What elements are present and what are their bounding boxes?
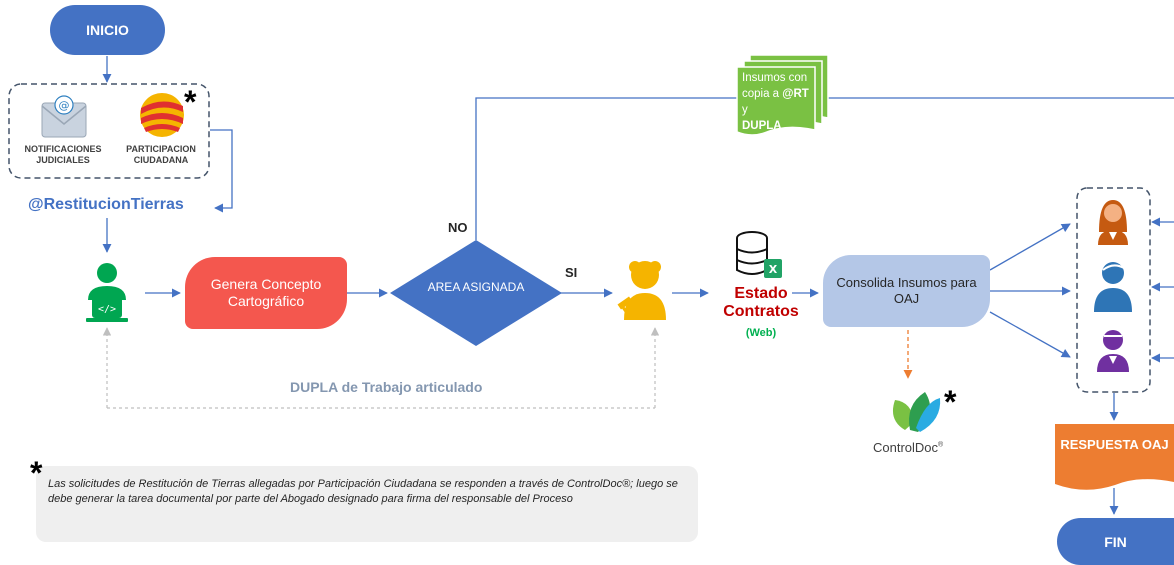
consolida-node: Consolida Insumos para OAJ bbox=[823, 255, 990, 327]
sources-group bbox=[8, 83, 210, 179]
controldoc-name: ControlDoc bbox=[873, 440, 939, 455]
controldoc-logo-icon bbox=[892, 392, 941, 432]
insumos-line2: copia a @RT y bbox=[742, 86, 816, 118]
lawyers-group bbox=[1076, 187, 1151, 393]
arrow-consolida-lawyer3 bbox=[989, 311, 1071, 358]
svg-text:</>: </> bbox=[98, 304, 116, 315]
estado-contratos-label: Estado Contratos bbox=[723, 285, 799, 320]
note-text: Las solicitudes de Restitución de Tierra… bbox=[48, 478, 678, 505]
arrow-sources-mailbox bbox=[210, 129, 233, 213]
insumos-y: y bbox=[742, 104, 748, 116]
insumos-line1: Insumos con bbox=[742, 72, 808, 84]
insumos-rt: @RT bbox=[782, 88, 809, 100]
note-box bbox=[36, 466, 698, 542]
note-star: * bbox=[30, 455, 43, 491]
participacion-logo-icon bbox=[140, 93, 184, 137]
start-node: INICIO bbox=[50, 5, 165, 55]
envelope-icon: @ bbox=[41, 95, 87, 138]
lawyer-purple-icon bbox=[1097, 330, 1129, 372]
notificaciones-label: NOTIFICACIONES JUDICIALES bbox=[24, 144, 102, 165]
arrow-consolida-lawyer1 bbox=[989, 223, 1071, 271]
judge-icon bbox=[617, 261, 666, 320]
insumos-document-text: Insumos con copia a @RT y DUPLA bbox=[742, 70, 816, 134]
dupla-label: DUPLA de Trabajo articulado bbox=[290, 379, 483, 395]
svg-text:@: @ bbox=[59, 99, 70, 112]
decision-diamond bbox=[390, 240, 562, 346]
user-developer-icon: </> bbox=[86, 263, 128, 322]
controldoc-label: ControlDoc® bbox=[873, 440, 943, 455]
svg-text:X: X bbox=[769, 263, 778, 276]
participacion-label: PARTICIPACION CIUDADANA bbox=[126, 144, 196, 165]
decision-si-label: SI bbox=[565, 265, 578, 280]
lawyer-woman-icon bbox=[1098, 200, 1128, 245]
insumos-copia: copia a bbox=[742, 88, 783, 100]
participacion-star: * bbox=[184, 84, 197, 120]
database-excel-icon: X bbox=[736, 231, 782, 278]
respuesta-document bbox=[1055, 424, 1174, 490]
line-decision-no bbox=[475, 97, 1174, 240]
mailbox-label: @RestitucionTierras bbox=[28, 196, 184, 213]
insumos-document-stack bbox=[736, 54, 829, 136]
insumos-dupla: DUPLA bbox=[742, 120, 782, 132]
controldoc-reg: ® bbox=[938, 441, 944, 449]
estado-web-label: (Web) bbox=[745, 327, 777, 339]
decision-label: AREA ASIGNADA bbox=[427, 280, 525, 294]
decision-no-label: NO bbox=[448, 220, 468, 235]
controldoc-star: * bbox=[944, 384, 957, 420]
end-node: FIN bbox=[1057, 518, 1174, 565]
lawyer-man-icon bbox=[1094, 262, 1132, 312]
respuesta-label: RESPUESTA OAJ bbox=[1060, 437, 1169, 452]
genera-concepto-node: Genera Concepto Cartográfico bbox=[185, 257, 347, 329]
